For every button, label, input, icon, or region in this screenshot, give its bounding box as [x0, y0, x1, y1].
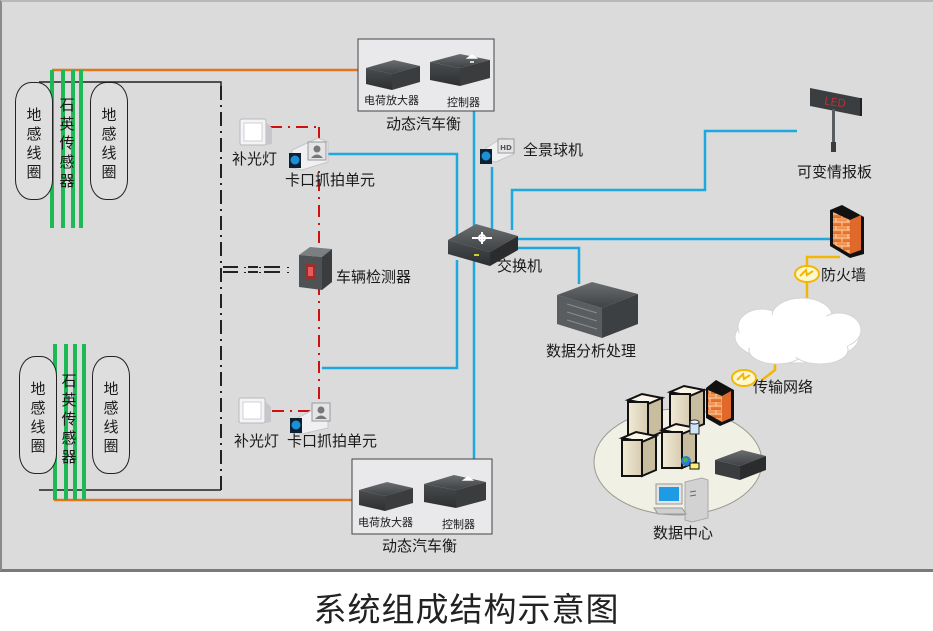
diagram-svg: HD LED [39, 38, 864, 535]
firewall-label: 防火墙 [821, 266, 867, 284]
capture-unit-top-label: 卡口抓拍单元 [285, 171, 376, 189]
globe-icon [681, 456, 700, 470]
net-vms [510, 129, 797, 230]
firewall-link-badge-icon [794, 265, 820, 283]
net-capture-top [328, 152, 459, 242]
ground-loop-bottom-right-label: 地感线圈 [103, 380, 119, 455]
ground-loop-top-left [15, 82, 53, 200]
panoramic-camera-label: 全景球机 [523, 141, 584, 159]
controller-icon-bottom [424, 475, 486, 508]
vms-board-icon: LED [810, 88, 862, 152]
data-processing-server-icon [557, 282, 638, 338]
capture-camera-icon-top [289, 137, 329, 171]
network-switch-icon [448, 224, 518, 266]
server-icon-3 [618, 430, 660, 478]
detector-branch-dots [244, 267, 289, 273]
switch-label: 交换机 [497, 257, 543, 275]
capture-unit-bottom-label: 卡口抓拍单元 [287, 432, 378, 450]
firewall-icon-datacenter [706, 380, 734, 426]
data-center-group [593, 380, 766, 523]
fill-light-icon-top [239, 118, 272, 146]
vehicle-detector-icon [299, 247, 332, 290]
wim-top-title: 动态汽车衡 [386, 115, 462, 133]
controller-icon-top [430, 54, 490, 86]
server-icon-1 [624, 392, 666, 440]
ground-loop-top-right-label: 地感线圈 [101, 106, 117, 181]
controller-top-label: 控制器 [447, 96, 480, 109]
network-lines [322, 110, 832, 480]
ground-loop-bottom-right [92, 356, 130, 474]
quartz-sensor-top-label: 石英传感器 [59, 96, 75, 190]
diagram-canvas: HD LED [0, 0, 933, 572]
charge-amplifier-icon-bottom [359, 482, 413, 511]
fill-light-top-label: 补光灯 [232, 150, 278, 168]
firewall-icon [830, 205, 864, 258]
transmission-network-label: 传输网络 [753, 378, 814, 396]
detector-branch [223, 266, 280, 273]
charge-amplifier-bottom-label: 电荷放大器 [358, 516, 413, 529]
vms-label: 可变情报板 [797, 163, 873, 181]
fill-light-bottom-label: 补光灯 [234, 432, 280, 450]
cloud-fill [739, 313, 855, 357]
server-icon-2 [666, 384, 708, 432]
quartz-sensor-bottom-label: 石英传感器 [61, 372, 77, 466]
nvr-device-icon [715, 450, 766, 480]
panoramic-camera-icon: HD [480, 137, 515, 164]
data-processing-label: 数据分析处理 [546, 342, 637, 360]
net-capture-bottom [322, 260, 459, 370]
server-icon-4 [658, 422, 700, 470]
wim-box-top [357, 38, 495, 112]
led-text: LED [823, 95, 846, 111]
ground-loop-top-left-label: 地感线圈 [26, 106, 42, 181]
charge-amplifier-top-label: 电荷放大器 [364, 94, 419, 107]
ground-loop-bottom-left-label: 地感线圈 [30, 380, 46, 455]
workstation-icon [653, 477, 709, 523]
loop-wires [39, 81, 289, 491]
data-center-label: 数据中心 [653, 524, 714, 542]
ground-loop-top-right [90, 82, 128, 200]
network-link-badge-icon [731, 369, 757, 387]
charge-amplifier-icon-top [366, 60, 420, 90]
hd-badge: HD [500, 144, 512, 152]
vehicle-detector-label: 车辆检测器 [336, 268, 412, 286]
wim-box-bottom [351, 458, 493, 535]
capture-camera-icon-bottom [290, 402, 331, 435]
controller-bottom-label: 控制器 [442, 518, 475, 531]
wim-bottom-title: 动态汽车衡 [382, 537, 458, 555]
fill-light-icon-bottom [238, 397, 271, 424]
database-icon [689, 419, 700, 435]
net-processing [510, 246, 581, 284]
diagram-caption: 系统组成结构示意图 [313, 590, 620, 629]
ground-loop-bottom-left [19, 356, 57, 474]
trigger-lines [270, 126, 320, 417]
